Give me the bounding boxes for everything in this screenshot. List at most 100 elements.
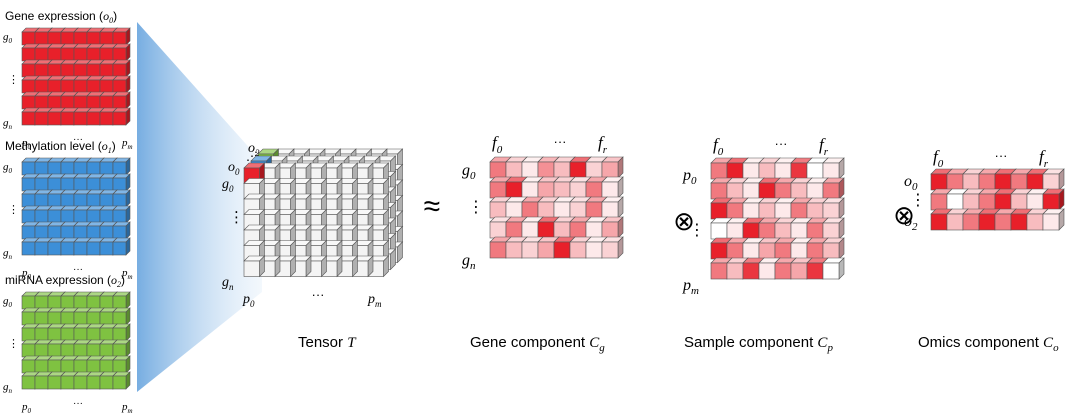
row-label-gn: gn: [3, 117, 13, 131]
col-label-p0: p0: [21, 267, 32, 281]
factor-cell: [1042, 188, 1065, 211]
col-label-fr: fr: [1039, 147, 1049, 170]
factor-cell: [822, 257, 845, 280]
tensor-vdots: ⋮: [229, 209, 244, 226]
col-label-pm: pm: [121, 137, 133, 151]
col-label-f0: f0: [492, 133, 503, 156]
omics-cube: [112, 205, 131, 224]
otimes-operator-1: ⊗: [673, 206, 695, 236]
row-label-first: g0: [462, 162, 476, 182]
tensor-caption: Tensor T: [298, 334, 357, 351]
omics-panel-title: Methylation level (o1): [5, 139, 116, 155]
row-vdots: ⋮: [8, 74, 19, 86]
omics-panel-1: Methylation level (o1) g0 ⋮ gn p0 ··· pm: [3, 139, 133, 281]
row-vdots: ⋮: [8, 204, 19, 216]
col-label-pm: pm: [121, 267, 133, 281]
factor-cell: [1042, 208, 1065, 231]
row-vdots: ⋮: [468, 199, 484, 216]
col-hdots: ···: [995, 148, 1008, 163]
omics-cube: [112, 157, 131, 176]
omics-cube: [112, 221, 131, 240]
omics-cube: [112, 371, 131, 390]
tensor-label-p0: p0: [242, 292, 255, 309]
col-hdots: ···: [73, 134, 83, 145]
omics-cube: [112, 323, 131, 342]
col-label-f0: f0: [933, 147, 944, 170]
factor-cell: [601, 196, 624, 219]
row-label-gn: gn: [3, 381, 13, 395]
operators: ≈⊗⊗: [424, 190, 915, 236]
factor-cell: [1042, 168, 1065, 191]
col-label-f0: f0: [713, 135, 724, 158]
col-label-pm: pm: [121, 401, 133, 415]
row-label-g0: g0: [3, 31, 13, 45]
omics-cube: [112, 307, 131, 326]
omics-cube: [112, 43, 131, 62]
funnel-shape: [137, 22, 262, 392]
factor-cell: [601, 236, 624, 259]
row-label-last: pm: [682, 277, 699, 297]
col-hdots: ···: [775, 136, 788, 151]
factor-cell: [822, 197, 845, 220]
otimes-operator-2: ⊗: [893, 200, 915, 230]
component-caption: Gene component Cg: [470, 334, 605, 354]
omics-panel-0: Gene expression (o0) g0 ⋮ gn p0 ··· pm: [3, 9, 133, 151]
omics-cube: [112, 91, 131, 110]
col-label-fr: fr: [819, 135, 829, 158]
omics-cube: [112, 189, 131, 208]
row-label-g0: g0: [3, 295, 13, 309]
col-label-fr: fr: [598, 133, 608, 156]
col-hdots: ···: [554, 134, 567, 149]
tensor-hdots: ···: [312, 287, 325, 302]
omics-cube: [112, 339, 131, 358]
factor-cell: [601, 216, 624, 239]
projection-funnel: [137, 22, 262, 392]
row-label-first: o0: [904, 173, 918, 193]
col-hdots: ···: [73, 398, 83, 409]
omics-panel-title: miRNA expression (o2): [5, 273, 125, 289]
factor-cell: [601, 176, 624, 199]
omics-cube: [112, 59, 131, 78]
factor-cell: [822, 157, 845, 180]
row-label-g0: g0: [3, 161, 13, 175]
omics-cube: [112, 291, 131, 310]
omics-cube: [112, 107, 131, 126]
omics-panel-title: Gene expression (o0): [5, 9, 117, 25]
factor-cell: [822, 237, 845, 260]
row-label-first: p0: [682, 167, 697, 187]
omics-panel-2: miRNA expression (o2) g0 ⋮ gn p0 ··· pm: [3, 273, 133, 415]
tensor-cube-cell: [243, 208, 266, 231]
tensor-label-pm: pm: [367, 292, 382, 309]
row-vdots: ⋮: [910, 192, 926, 209]
component-caption: Sample component Cp: [684, 334, 833, 354]
col-label-p0: p0: [21, 137, 32, 151]
tensor-cube-cell: [243, 255, 266, 278]
omics-cube: [112, 27, 131, 46]
col-hdots: ···: [73, 264, 83, 275]
col-label-p0: p0: [21, 401, 32, 415]
omics-panels: Gene expression (o0)g0⋮gnp0···pmMethylat…: [3, 9, 133, 415]
omics-cube: [112, 173, 131, 192]
omics-cube: [112, 237, 131, 256]
tensor-label-o0: o0: [228, 160, 240, 177]
tensor-label-gn: gn: [222, 275, 234, 292]
row-vdots: ⋮: [8, 338, 19, 350]
tensor-ddots: ⋰: [246, 149, 258, 163]
factor-cell: [822, 177, 845, 200]
tensor-label-o2: o2: [248, 141, 260, 158]
tensor-label-g0: g0: [222, 177, 234, 194]
factor-cell: [822, 217, 845, 240]
omics-cube: [112, 75, 131, 94]
row-label-last: o2: [904, 213, 918, 233]
factor-cell: [601, 156, 624, 179]
omics-cube: [112, 355, 131, 374]
component-caption: Omics component Co: [918, 334, 1059, 354]
row-label-gn: gn: [3, 247, 13, 261]
row-label-last: gn: [462, 252, 476, 272]
